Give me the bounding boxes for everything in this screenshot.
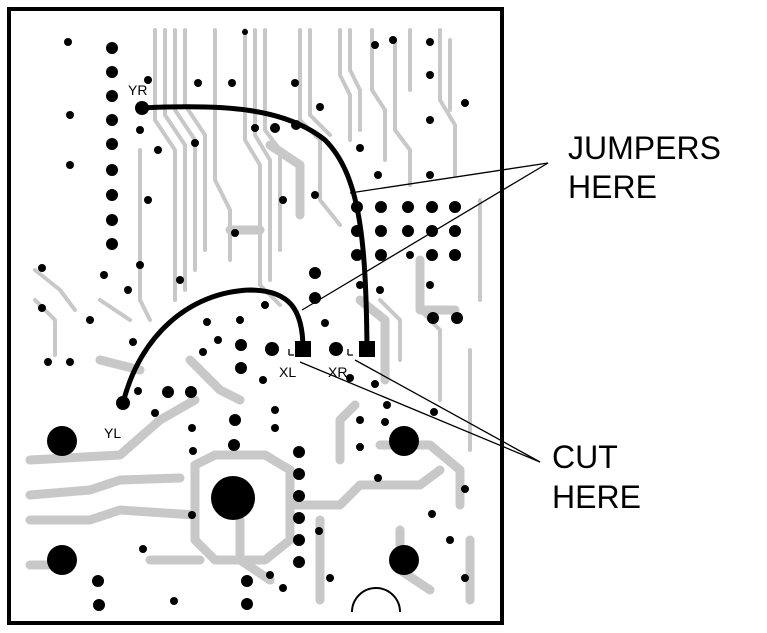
label-yr: YR bbox=[128, 82, 147, 98]
xr-cut-mark bbox=[347, 349, 353, 356]
xl-cut-mark bbox=[288, 349, 294, 356]
callout-jumpers-line2: HERE bbox=[568, 169, 657, 205]
board-area: YR YL XL XR bbox=[25, 28, 482, 613]
label-xl: XL bbox=[279, 364, 296, 380]
pads bbox=[38, 29, 469, 613]
jumper-wire-yr-xr bbox=[139, 104, 370, 352]
callout-cut-line1: CUT bbox=[552, 439, 618, 475]
jumper-leader-lines bbox=[301, 162, 549, 311]
cut-leader-lines bbox=[299, 359, 541, 463]
jumper-wire-yl-xl bbox=[120, 287, 306, 406]
mounting-hole bbox=[351, 587, 401, 613]
wide-traces bbox=[25, 140, 475, 605]
label-yl: YL bbox=[104, 425, 121, 441]
callout-jumpers-line1: JUMPERS bbox=[568, 130, 721, 166]
callout-cut-line2: HERE bbox=[552, 479, 641, 515]
